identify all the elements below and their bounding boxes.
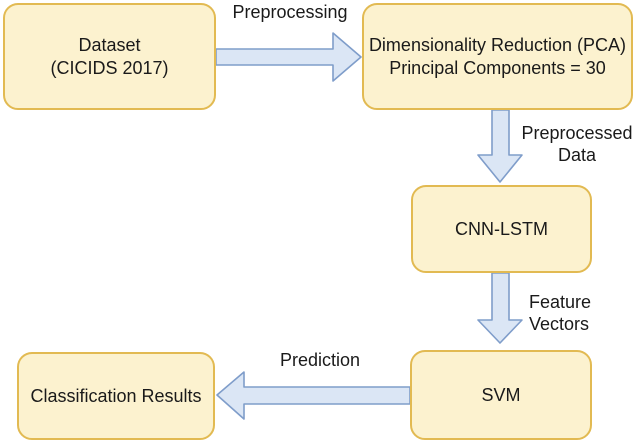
edge-label-feature-vectors-line2: Vectors: [529, 314, 590, 334]
node-cnn-lstm-line1: CNN-LSTM: [455, 218, 548, 239]
edge-label-preprocessing-text: Preprocessing: [232, 2, 348, 22]
arrow-left-prediction: [216, 371, 411, 420]
edge-label-preprocessed-data-line1: Preprocessed: [521, 123, 633, 143]
edge-label-preprocessed-data-line2: Data: [557, 145, 597, 165]
edge-label-feature-vectors: Feature Vectors: [529, 291, 591, 335]
node-pca-line2: Principal Components = 30: [389, 57, 606, 78]
node-classification-results: Classification Results: [17, 352, 215, 440]
edge-label-prediction: Prediction: [268, 349, 372, 371]
arrow-down-feature-vectors: [477, 272, 523, 344]
node-dimensionality-reduction-pca: Dimensionality Reduction (PCA) Principal…: [362, 3, 633, 110]
edge-label-preprocessing: Preprocessing: [228, 1, 352, 23]
arrow-right-preprocessing: [215, 32, 362, 82]
node-svm-line1: SVM: [481, 384, 521, 405]
node-results-line1: Classification Results: [30, 385, 202, 406]
node-dataset-line1: Dataset: [78, 34, 141, 55]
node-dataset: Dataset (CICIDS 2017): [3, 3, 216, 110]
node-cnn-lstm: CNN-LSTM: [411, 185, 592, 273]
node-pca-line1: Dimensionality Reduction (PCA): [368, 34, 627, 55]
edge-label-feature-vectors-line1: Feature: [529, 292, 592, 312]
edge-label-preprocessed-data: Preprocessed Data: [518, 122, 636, 166]
edge-label-prediction-text: Prediction: [279, 350, 361, 370]
node-svm: SVM: [410, 350, 592, 440]
arrow-down-preprocessed-data: [477, 109, 523, 183]
node-dataset-line2: (CICIDS 2017): [50, 57, 169, 78]
